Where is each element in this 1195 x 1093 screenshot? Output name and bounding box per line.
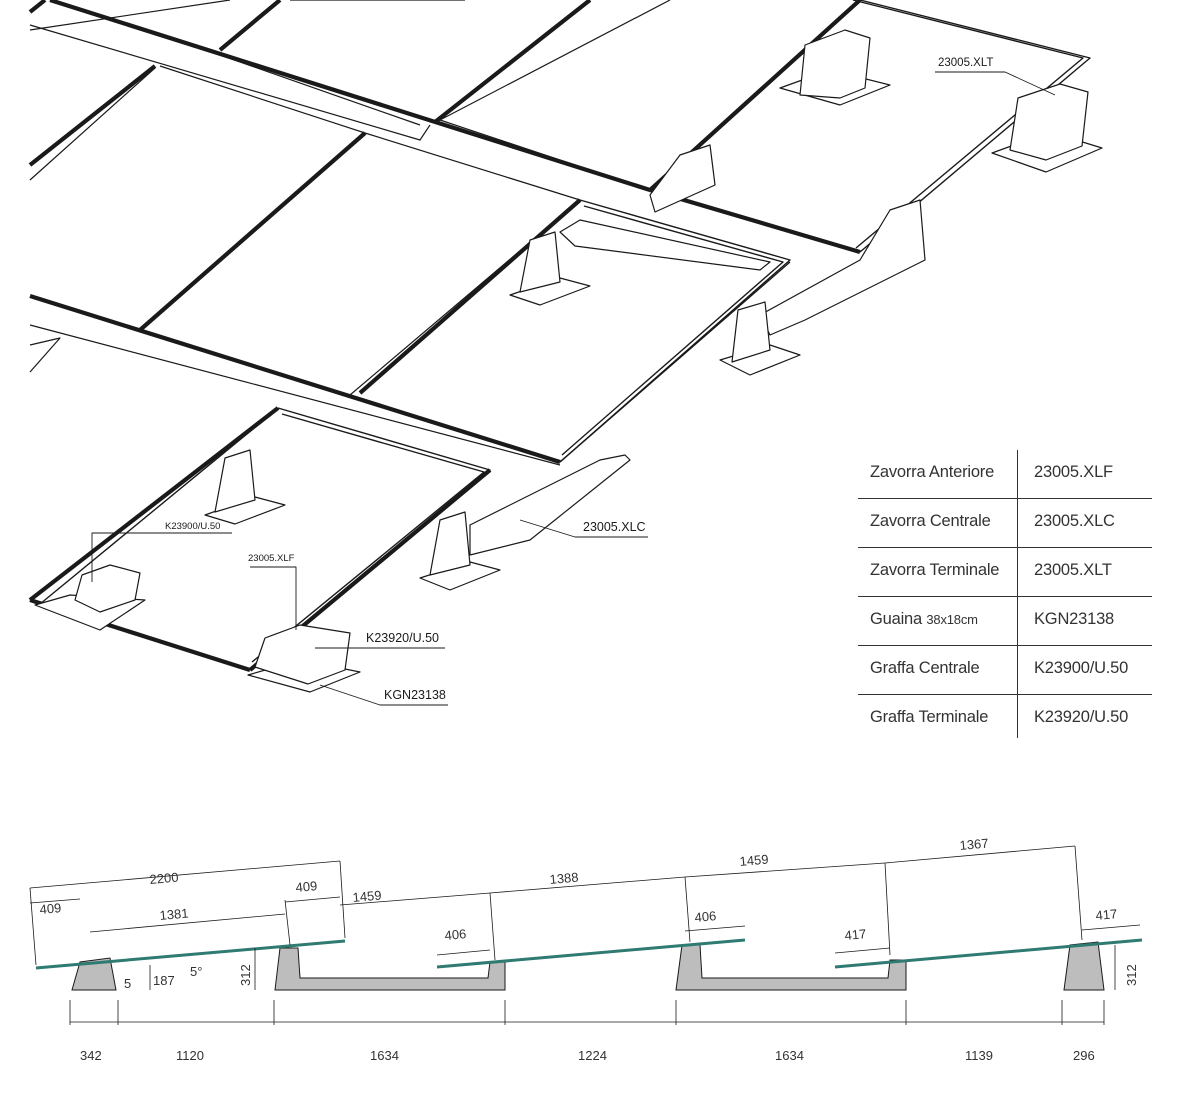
dim-1381: 1381 <box>159 906 189 923</box>
dim-312-right: 312 <box>1124 964 1139 986</box>
callout-23005-xlt: 23005.XLT <box>938 57 993 69</box>
part-code: K23920/U.50 <box>1034 708 1129 726</box>
callout-leaders <box>91 71 1056 706</box>
callout-23005-xlc: 23005.XLC <box>583 520 646 534</box>
panel-frames <box>39 0 1091 671</box>
dim-base-296: 296 <box>1073 1048 1095 1063</box>
callout-k23900: K23900/U.50 <box>165 521 220 532</box>
callout-labels: 23005.XLT K23900/U.50 23005.XLF 23005.XL… <box>165 57 993 702</box>
panel-lines <box>35 938 1143 970</box>
dim-base-1634-b: 1634 <box>775 1048 804 1063</box>
table-row: Guaina 38x18cm KGN23138 <box>858 597 1152 646</box>
side-elevation: 2200 409 409 1381 1459 406 1388 1459 406… <box>29 836 1143 1063</box>
table-divider <box>1017 450 1019 738</box>
dim-406-b: 406 <box>694 908 717 925</box>
part-code: 23005.XLC <box>1034 512 1115 530</box>
table-row: Zavorra Terminale 23005.XLT <box>858 548 1152 597</box>
dim-base-1120: 1120 <box>176 1048 204 1063</box>
parts-table: Zavorra Anteriore 23005.XLF Zavorra Cent… <box>858 450 1152 743</box>
part-note: 38x18cm <box>926 612 978 627</box>
part-name: Guaina 38x18cm <box>870 610 978 629</box>
part-name: Zavorra Centrale <box>870 512 991 530</box>
dim-base-1139: 1139 <box>965 1048 993 1063</box>
part-name: Zavorra Terminale <box>870 561 1000 579</box>
dim-base-1224: 1224 <box>578 1048 607 1063</box>
table-row: Zavorra Centrale 23005.XLC <box>858 499 1152 548</box>
dimension-labels: 2200 409 409 1381 1459 406 1388 1459 406… <box>39 836 1139 1063</box>
dim-406-a: 406 <box>444 926 467 943</box>
dim-409-rear: 409 <box>295 878 318 895</box>
part-code: 23005.XLT <box>1034 561 1112 579</box>
dim-base-342: 342 <box>80 1048 102 1063</box>
dim-417-a: 417 <box>844 926 867 943</box>
isometric-view <box>28 0 1103 706</box>
part-name-text: Guaina <box>870 610 923 628</box>
table-row: Graffa Centrale K23900/U.50 <box>858 646 1152 695</box>
part-code: 23005.XLF <box>1034 463 1113 481</box>
dim-417-b: 417 <box>1095 906 1118 923</box>
dimension-lines <box>29 845 1141 1025</box>
table-row: Zavorra Anteriore 23005.XLF <box>858 450 1152 499</box>
part-code: K23900/U.50 <box>1034 659 1129 677</box>
part-name: Graffa Centrale <box>870 659 980 677</box>
dim-312-left: 312 <box>238 964 253 986</box>
dim-1367: 1367 <box>959 836 989 853</box>
dim-1459-a: 1459 <box>352 888 382 905</box>
dim-409-front: 409 <box>39 900 62 917</box>
ballasts <box>34 29 1103 693</box>
part-code: KGN23138 <box>1034 610 1115 628</box>
dim-1459-b: 1459 <box>739 852 769 869</box>
dim-2200: 2200 <box>149 870 179 887</box>
callout-k23920: K23920/U.50 <box>366 631 439 645</box>
table-row: Graffa Terminale K23920/U.50 <box>858 695 1152 743</box>
dim-1388: 1388 <box>549 870 579 887</box>
dim-base-1634-a: 1634 <box>370 1048 399 1063</box>
callout-kgn23138: KGN23138 <box>384 688 446 702</box>
dim-angle: 5° <box>190 964 202 979</box>
part-name: Graffa Terminale <box>870 708 989 726</box>
dim-187: 187 <box>153 973 175 988</box>
dim-5: 5 <box>124 976 131 991</box>
ballast-profiles <box>71 941 1105 991</box>
callout-23005-xlf: 23005.XLF <box>248 553 295 564</box>
part-name: Zavorra Anteriore <box>870 463 995 481</box>
